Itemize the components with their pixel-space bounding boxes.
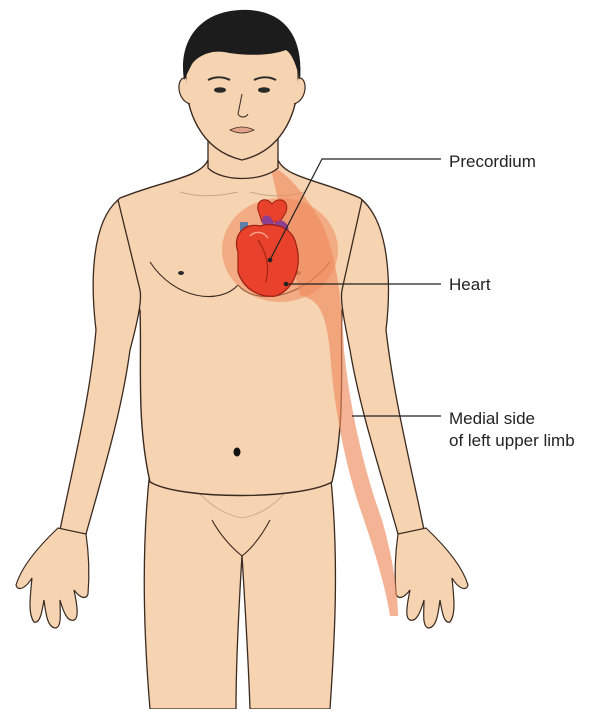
label-medial-side: Medial side of left upper limb bbox=[449, 408, 575, 452]
label-heart: Heart bbox=[449, 274, 491, 296]
label-medial-line-2: of left upper limb bbox=[449, 430, 575, 452]
leader-dot-heart bbox=[284, 282, 289, 287]
navel bbox=[234, 448, 241, 457]
label-precordium: Precordium bbox=[449, 151, 536, 173]
head bbox=[179, 10, 305, 160]
right-arm bbox=[16, 200, 141, 628]
legs bbox=[144, 470, 335, 709]
leader-dot-precordium bbox=[268, 258, 273, 263]
label-medial-line-1: Medial side bbox=[449, 408, 575, 430]
